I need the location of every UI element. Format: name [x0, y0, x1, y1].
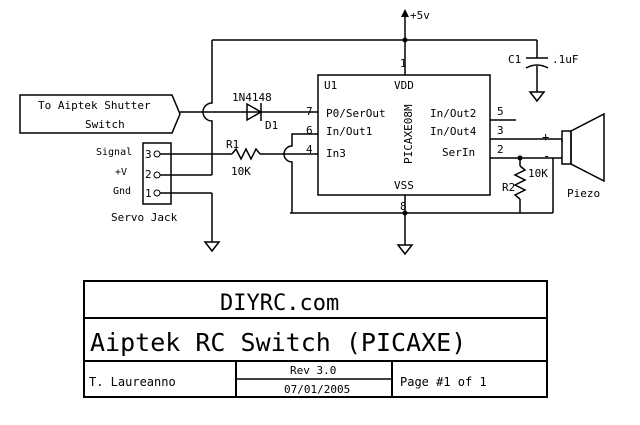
pin-num-2: 2	[497, 143, 504, 156]
diode-part: 1N4148	[232, 91, 272, 104]
shutter-label-line2: Switch	[85, 118, 125, 131]
diode-d1: 1N4148 D1	[232, 91, 278, 132]
ic-pin-in3: In3	[326, 147, 346, 160]
title-block: DIYRC.com Aiptek RC Switch (PICAXE) T. L…	[83, 280, 548, 398]
ic-pin-io1: In/Out1	[326, 125, 372, 138]
pin-num-6: 6	[306, 124, 313, 137]
supply-label: +5v	[410, 9, 430, 22]
servo-pin-2: 2	[145, 168, 152, 181]
ic-part-label: PICAXE08M	[402, 104, 415, 164]
ic-pin-serin: SerIn	[442, 146, 475, 159]
ic-vss-label: VSS	[394, 179, 414, 192]
r1-ref: R1	[226, 138, 239, 151]
shutter-connector: To Aiptek Shutter Switch	[19, 94, 181, 134]
page-number: Page #1 of 1	[400, 375, 487, 389]
diode-ref: D1	[265, 119, 278, 132]
pin-num-3: 3	[497, 124, 504, 137]
piezo-plus: +	[542, 130, 549, 144]
author-name: T. Laureanno	[89, 375, 176, 389]
capacitor-c1: C1 .1uF	[508, 40, 579, 103]
r2-value: 10K	[528, 167, 548, 180]
cap-value: .1uF	[552, 53, 579, 66]
piezo-speaker: + - Piezo	[542, 112, 605, 200]
pin-num-4: 4	[306, 143, 313, 156]
ic-ref: U1	[324, 79, 337, 92]
pin-num-5: 5	[497, 105, 504, 118]
supply-symbol: +5v	[401, 9, 430, 40]
r2-ref: R2	[502, 181, 515, 194]
pin-num-8: 8	[400, 200, 407, 213]
drawing-title: Aiptek RC Switch (PICAXE)	[90, 328, 466, 357]
servo-pin-gnd-label: Gnd	[113, 186, 131, 197]
pin-num-1: 1	[400, 57, 407, 70]
cap-ref: C1	[508, 53, 521, 66]
piezo-label: Piezo	[567, 187, 600, 200]
resistor-r2: R2 10K	[502, 158, 548, 213]
resistor-r1: R1 10K	[186, 138, 261, 178]
piezo-minus: -	[543, 149, 550, 163]
ic-vdd-label: VDD	[394, 79, 414, 92]
r1-value: 10K	[231, 165, 251, 178]
ic-pin-p0: P0/SerOut	[326, 107, 386, 120]
servo-pin-3: 3	[145, 148, 152, 161]
ic-pin-io4: In/Out4	[430, 125, 477, 138]
ic-pin-io2: In/Out2	[430, 107, 476, 120]
servo-jack-title: Servo Jack	[111, 211, 178, 224]
revision-date: 07/01/2005	[284, 383, 350, 396]
servo-pin-1: 1	[145, 187, 152, 200]
revision: Rev 3.0	[290, 364, 336, 377]
site-name: DIYRC.com	[220, 291, 339, 316]
shutter-label-line1: To Aiptek Shutter	[38, 99, 151, 112]
servo-pin-v-label: +V	[115, 167, 127, 178]
ic-u1: U1 VDD VSS PICAXE08M P0/SerOut In/Out1 I…	[317, 74, 491, 196]
servo-jack: Signal 3 +V 2 Gnd 1 Servo Jack	[96, 142, 186, 224]
servo-pin-signal-label: Signal	[96, 147, 132, 158]
